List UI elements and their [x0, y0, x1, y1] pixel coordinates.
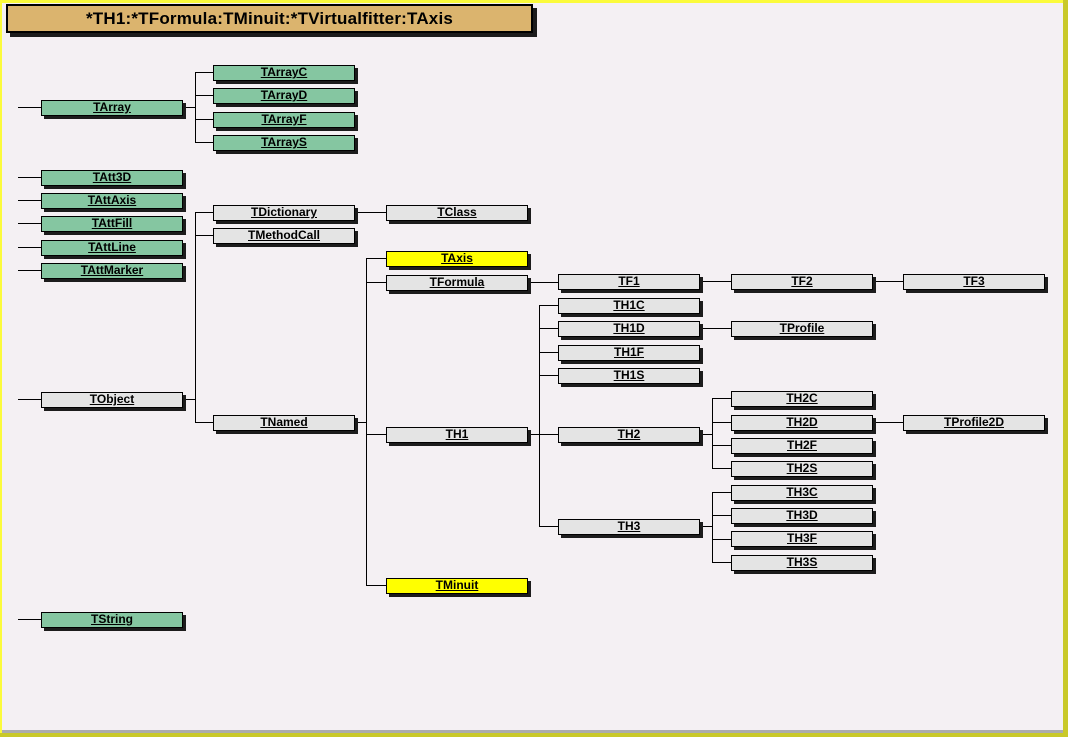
class-node-th1c[interactable]: TH1C [558, 298, 700, 314]
connector-line [700, 434, 712, 435]
connector-line [873, 281, 903, 282]
class-node-th2s[interactable]: TH2S [731, 461, 873, 477]
connector-line [195, 235, 213, 236]
connector-line [712, 422, 731, 423]
connector-line [712, 492, 713, 563]
class-node-th2d[interactable]: TH2D [731, 415, 873, 431]
connector-line [712, 562, 731, 563]
connector-line [539, 328, 558, 329]
connector-line [700, 328, 731, 329]
class-node-th2f[interactable]: TH2F [731, 438, 873, 454]
class-node-tarrays[interactable]: TArrayS [213, 135, 355, 151]
class-node-th3f[interactable]: TH3F [731, 531, 873, 547]
connector-line [18, 247, 41, 248]
connector-line [183, 399, 196, 400]
class-node-th3d[interactable]: TH3D [731, 508, 873, 524]
class-node-th1s[interactable]: TH1S [558, 368, 700, 384]
connector-line [18, 223, 41, 224]
class-node-tf2[interactable]: TF2 [731, 274, 873, 290]
connector-line [18, 107, 41, 108]
connector-line [195, 72, 196, 143]
connector-line [18, 270, 41, 271]
class-node-th3c[interactable]: TH3C [731, 485, 873, 501]
connector-line [712, 539, 731, 540]
class-node-tf1[interactable]: TF1 [558, 274, 700, 290]
connector-line [712, 468, 731, 469]
connector-line [195, 119, 213, 120]
class-node-tarrayd[interactable]: TArrayD [213, 88, 355, 104]
connector-line [183, 107, 196, 108]
class-node-tmethodcall[interactable]: TMethodCall [213, 228, 355, 244]
connector-line [712, 445, 731, 446]
connector-line [539, 305, 540, 527]
page-border-right [1063, 0, 1068, 737]
class-node-tnamed[interactable]: TNamed [213, 415, 355, 431]
class-node-th3[interactable]: TH3 [558, 519, 700, 535]
class-node-tattfill[interactable]: TAttFill [41, 216, 183, 232]
connector-line [355, 212, 386, 213]
class-node-th1f[interactable]: TH1F [558, 345, 700, 361]
hierarchy-title-bar: *TH1:*TFormula:TMinuit:*TVirtualfitter:T… [6, 4, 533, 33]
connector-line [195, 212, 213, 213]
connector-line [528, 434, 539, 435]
connector-line [195, 422, 213, 423]
connector-line [195, 142, 213, 143]
connector-line [712, 492, 731, 493]
class-node-tprofile[interactable]: TProfile [731, 321, 873, 337]
class-node-tattline[interactable]: TAttLine [41, 240, 183, 256]
page-border-top [0, 0, 1068, 3]
class-node-tattmarker[interactable]: TAttMarker [41, 263, 183, 279]
class-node-th2[interactable]: TH2 [558, 427, 700, 443]
class-node-tarray[interactable]: TArray [41, 100, 183, 116]
class-node-th1[interactable]: TH1 [386, 427, 528, 443]
connector-line [539, 352, 558, 353]
page-border-bottom [0, 733, 1068, 737]
connector-line [539, 434, 558, 435]
class-node-tatt3d[interactable]: TAtt3D [41, 170, 183, 186]
connector-line [18, 200, 41, 201]
connector-line [712, 398, 731, 399]
connector-line [366, 585, 386, 586]
class-node-tobject[interactable]: TObject [41, 392, 183, 408]
page-border-left [0, 0, 2, 737]
page-border-bottom-line [2, 730, 1063, 733]
connector-line [18, 399, 41, 400]
class-node-taxis[interactable]: TAxis [386, 251, 528, 267]
class-node-tattaxis[interactable]: TAttAxis [41, 193, 183, 209]
class-node-tstring[interactable]: TString [41, 612, 183, 628]
class-node-tarrayc[interactable]: TArrayC [213, 65, 355, 81]
connector-line [366, 258, 367, 586]
class-node-th2c[interactable]: TH2C [731, 391, 873, 407]
connector-line [700, 526, 712, 527]
connector-line [195, 72, 213, 73]
class-node-th1d[interactable]: TH1D [558, 321, 700, 337]
class-node-tdictionary[interactable]: TDictionary [213, 205, 355, 221]
class-node-tclass[interactable]: TClass [386, 205, 528, 221]
connector-line [366, 258, 386, 259]
connector-line [873, 422, 903, 423]
connector-line [355, 422, 367, 423]
connector-line [18, 177, 41, 178]
connector-line [195, 212, 196, 423]
hierarchy-title-text: *TH1:*TFormula:TMinuit:*TVirtualfitter:T… [85, 9, 454, 28]
class-node-tminuit[interactable]: TMinuit [386, 578, 528, 594]
class-node-tf3[interactable]: TF3 [903, 274, 1045, 290]
class-node-tarrayf[interactable]: TArrayF [213, 112, 355, 128]
connector-line [528, 282, 558, 283]
class-node-th3s[interactable]: TH3S [731, 555, 873, 571]
connector-line [539, 305, 558, 306]
connector-line [366, 434, 386, 435]
connector-line [539, 526, 558, 527]
connector-line [712, 515, 731, 516]
connector-line [712, 398, 713, 469]
connector-line [539, 375, 558, 376]
connector-line [18, 619, 41, 620]
connector-line [366, 282, 386, 283]
class-node-tformula[interactable]: TFormula [386, 275, 528, 291]
connector-line [700, 281, 731, 282]
class-node-tprofile2d[interactable]: TProfile2D [903, 415, 1045, 431]
connector-line [195, 95, 213, 96]
